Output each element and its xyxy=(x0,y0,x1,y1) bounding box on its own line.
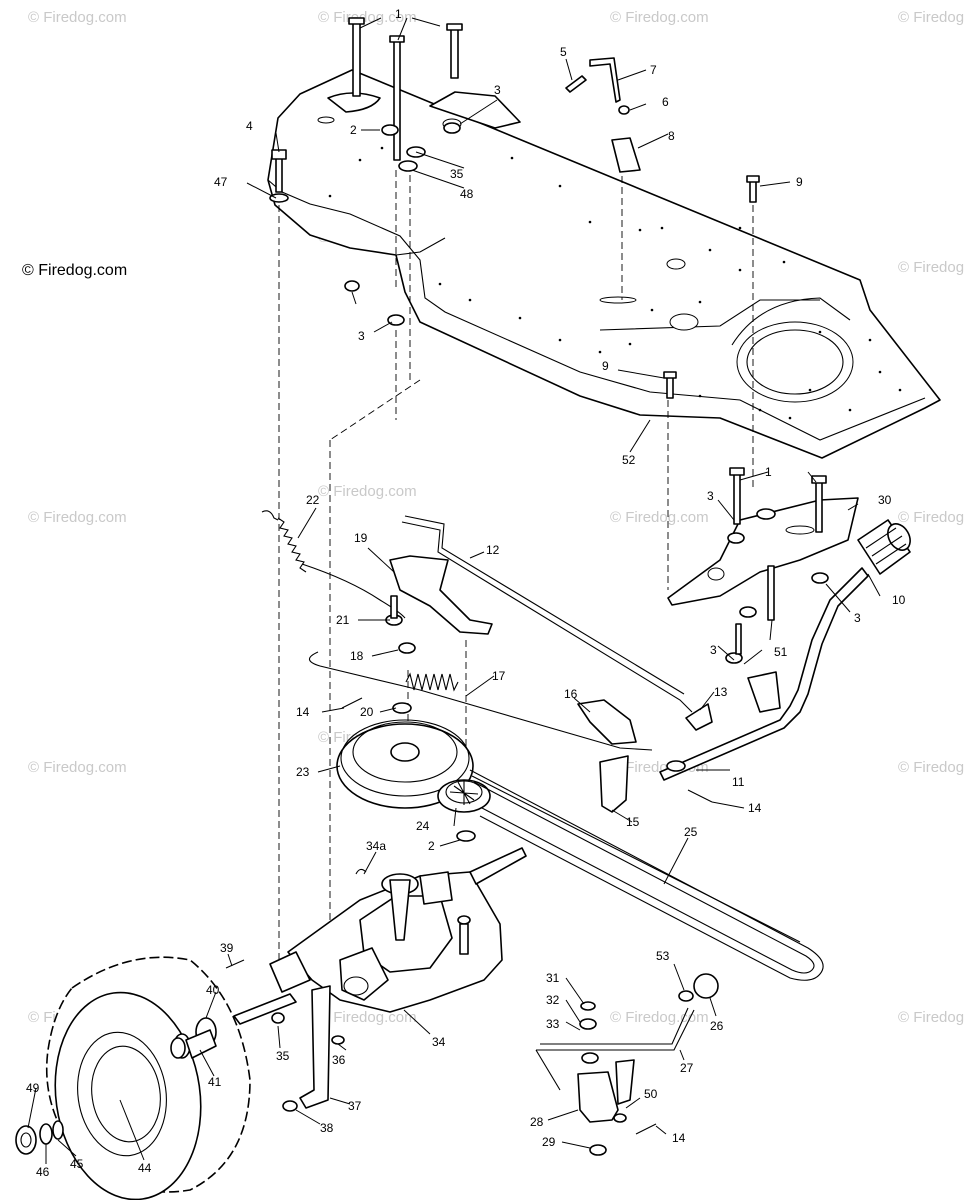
watermark: © Firedog.com xyxy=(610,1009,709,1026)
callout-32: 32 xyxy=(546,993,560,1007)
callout-28: 28 xyxy=(530,1115,544,1129)
assembly-lines xyxy=(278,170,754,960)
callout-18: 18 xyxy=(350,649,364,663)
callout-19: 19 xyxy=(354,531,368,545)
axle-spacers xyxy=(170,959,245,1059)
watermark-group: © Firedog.com © Firedog.com © Firedog.co… xyxy=(28,9,965,1026)
drive-belt xyxy=(469,769,824,981)
watermark: © Firedog.com xyxy=(28,759,127,776)
transaxle xyxy=(233,847,527,1112)
callout-34a: 34a xyxy=(366,839,386,853)
callout-50: 50 xyxy=(644,1087,658,1101)
callout-37: 37 xyxy=(348,1099,362,1113)
callout-30: 30 xyxy=(878,493,892,507)
callout-11: 11 xyxy=(732,775,745,789)
watermark: © Firedog.com xyxy=(898,259,965,276)
callout-2: 2 xyxy=(350,123,357,137)
callout-4: 4 xyxy=(246,119,253,133)
watermark: © Firedog.com xyxy=(318,1009,417,1026)
callout-labels: 1 1 2 2 3 3 3 3 3 4 5 6 7 8 9 9 10 11 12… xyxy=(26,7,906,1179)
callout-16: 16 xyxy=(564,687,578,701)
callout-53: 53 xyxy=(656,949,670,963)
callout-22: 22 xyxy=(306,493,320,507)
watermark: © Firedog.com xyxy=(28,9,127,26)
callout-49: 49 xyxy=(26,1081,40,1095)
callout-23: 23 xyxy=(296,765,310,779)
callout-35: 35 xyxy=(276,1049,290,1063)
shift-bracket xyxy=(667,467,911,664)
springs-rods xyxy=(261,510,713,803)
callout-40: 40 xyxy=(206,983,220,997)
watermark: © Firedog.com xyxy=(318,483,417,500)
rear-wheel xyxy=(15,956,251,1200)
callout-1: 1 xyxy=(765,465,772,479)
callout-48: 48 xyxy=(460,187,474,201)
callout-38: 38 xyxy=(320,1121,334,1135)
callout-39: 39 xyxy=(220,941,234,955)
callout-9: 9 xyxy=(796,175,803,189)
pedal-assembly xyxy=(535,973,719,1156)
watermark: © Firedog.com xyxy=(898,1009,965,1026)
watermark: © Firedog.com xyxy=(318,9,417,26)
callout-20: 20 xyxy=(360,705,374,719)
watermark: © Firedog.com xyxy=(610,509,709,526)
callout-6: 6 xyxy=(662,95,669,109)
callout-7: 7 xyxy=(650,63,657,77)
callout-14: 14 xyxy=(296,705,310,719)
callout-1: 1 xyxy=(395,7,402,21)
watermark: © Firedog.com xyxy=(610,9,709,26)
callout-46: 46 xyxy=(36,1165,50,1179)
callout-35: 35 xyxy=(450,167,464,181)
callout-44: 44 xyxy=(138,1161,152,1175)
callout-21: 21 xyxy=(336,613,350,627)
callout-3: 3 xyxy=(710,643,717,657)
watermark: © Firedog.com xyxy=(898,759,965,776)
callout-33: 33 xyxy=(546,1017,560,1031)
callout-5: 5 xyxy=(560,45,567,59)
callout-3: 3 xyxy=(358,329,365,343)
callout-47: 47 xyxy=(214,175,228,189)
callout-12: 12 xyxy=(486,543,500,557)
leader-lines xyxy=(27,17,881,1164)
callout-25: 25 xyxy=(684,825,698,839)
watermark: © Firedog.com xyxy=(28,509,127,526)
callout-14: 14 xyxy=(748,801,762,815)
callout-17: 17 xyxy=(492,669,506,683)
callout-13: 13 xyxy=(714,685,728,699)
callout-34: 34 xyxy=(432,1035,446,1049)
callout-31: 31 xyxy=(546,971,560,985)
watermark: © Firedog.com xyxy=(898,9,965,26)
callout-9: 9 xyxy=(602,359,609,373)
callout-27: 27 xyxy=(680,1061,694,1075)
callout-45: 45 xyxy=(70,1157,84,1171)
callout-29: 29 xyxy=(542,1135,556,1149)
callout-3: 3 xyxy=(494,83,501,97)
callout-8: 8 xyxy=(668,129,675,143)
shift-lever xyxy=(599,567,869,813)
watermark: © Firedog.com xyxy=(898,509,965,526)
copyright-text: © Firedog.com xyxy=(22,262,127,279)
callout-14: 14 xyxy=(672,1131,686,1145)
callout-36: 36 xyxy=(332,1053,346,1067)
callout-3: 3 xyxy=(854,611,861,625)
top-hardware xyxy=(269,17,760,399)
callout-26: 26 xyxy=(710,1019,724,1033)
callout-15: 15 xyxy=(626,815,640,829)
callout-41: 41 xyxy=(208,1075,222,1089)
callout-10: 10 xyxy=(892,593,906,607)
frame-plate xyxy=(267,69,941,459)
pulleys xyxy=(336,719,491,842)
callout-2: 2 xyxy=(428,839,435,853)
callout-51: 51 xyxy=(774,645,788,659)
callout-3: 3 xyxy=(707,489,714,503)
callout-52: 52 xyxy=(622,453,636,467)
callout-24: 24 xyxy=(416,819,430,833)
